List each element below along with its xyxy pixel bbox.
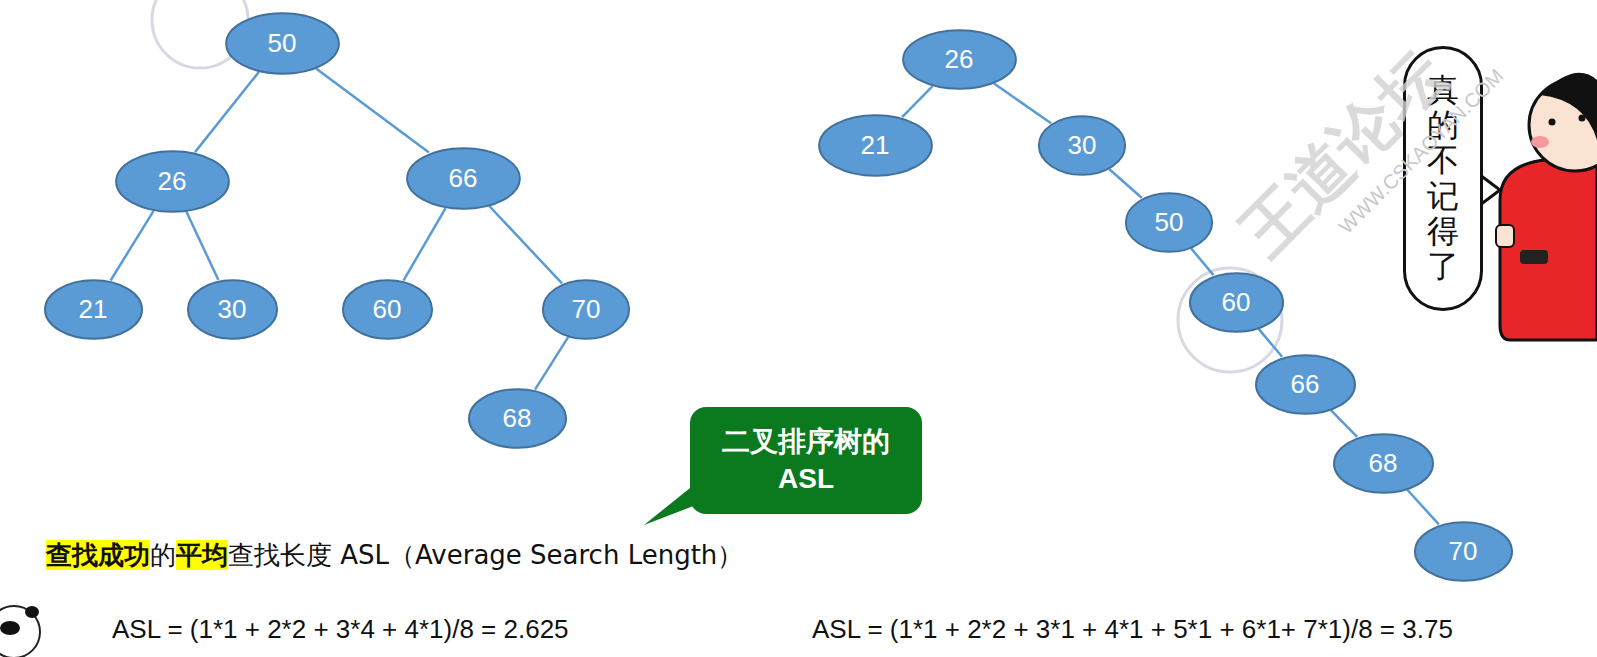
tree-node: 26 [115, 150, 230, 213]
node-key: 50 [268, 28, 297, 59]
tree-edge [1109, 169, 1142, 198]
tree-node: 50 [1125, 192, 1213, 253]
node-key: 68 [503, 403, 532, 434]
tree-edge [186, 212, 218, 280]
node-key: 66 [1291, 369, 1320, 400]
tree-node: 68 [1333, 433, 1434, 494]
tree-node: 30 [1038, 115, 1126, 176]
node-key: 30 [218, 294, 247, 325]
heading-part: 查找长度 ASL（Average Search Length） [228, 540, 743, 570]
node-key: 70 [572, 294, 601, 325]
panda-icon [0, 606, 40, 657]
tree-edge [994, 83, 1051, 123]
asl-formula: ASL = (1*1 + 2*2 + 3*4 + 4*1)/8 = 2.625 [112, 614, 569, 645]
cartoon-person [1496, 73, 1597, 340]
heading-part: 查找成功 [46, 540, 150, 570]
asl-formula: ASL = (1*1 + 2*2 + 3*1 + 4*1 + 5*1 + 6*1… [812, 614, 1453, 645]
heading-part: 的 [150, 540, 176, 570]
node-key: 70 [1449, 536, 1478, 567]
heading-line: 查找成功的平均查找长度 ASL（Average Search Length） [46, 538, 743, 573]
node-key: 60 [373, 294, 402, 325]
node-key: 26 [158, 166, 187, 197]
tree-node: 68 [468, 388, 567, 449]
tree-node: 70 [1414, 521, 1513, 582]
heading-part: 平均 [176, 540, 228, 570]
tree-node: 70 [542, 279, 630, 340]
callout-box: 二叉排序树的 ASL [690, 407, 922, 514]
tree-node: 21 [44, 279, 143, 340]
tree-edge [535, 337, 568, 390]
tree-edge [1191, 248, 1213, 275]
tree-node: 60 [342, 279, 433, 340]
tree-node: 66 [1255, 354, 1356, 415]
tree-node: 26 [902, 29, 1017, 90]
tree-edge [902, 86, 932, 117]
node-key: 21 [861, 130, 890, 161]
node-key: 66 [449, 163, 478, 194]
tree-edge [111, 211, 154, 281]
tree-node: 60 [1189, 272, 1284, 333]
tree-edge [1259, 329, 1283, 357]
tree-edge [1407, 490, 1439, 525]
node-key: 60 [1222, 287, 1251, 318]
tree-node: 50 [225, 12, 340, 75]
tree-node: 66 [406, 147, 521, 210]
node-key: 30 [1068, 130, 1097, 161]
node-key: 68 [1369, 448, 1398, 479]
node-key: 26 [945, 44, 974, 75]
tree-edge [403, 208, 445, 281]
watermark-stamp [152, 0, 1282, 372]
tree-edge [195, 72, 259, 152]
node-key: 50 [1155, 207, 1184, 238]
bubble-tail [1480, 175, 1500, 205]
tree-edge [1331, 410, 1357, 437]
tree-edge [489, 206, 562, 283]
node-key: 21 [79, 294, 108, 325]
tree-node: 21 [818, 114, 933, 177]
tree-node: 30 [187, 279, 278, 340]
tree-edge [316, 68, 429, 152]
callout-text: 二叉排序树的 ASL [711, 424, 901, 497]
